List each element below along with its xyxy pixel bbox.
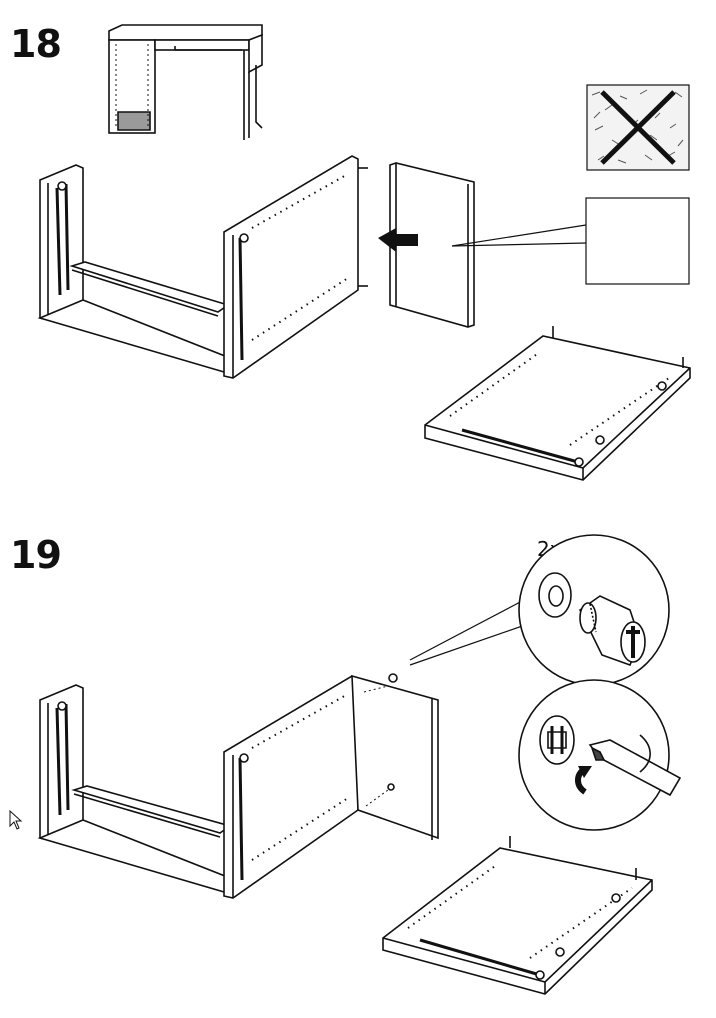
push-arrow-icon: [378, 228, 418, 252]
cabinet-frame-step-19: [37, 673, 439, 899]
detail-callout-lines: [409, 599, 529, 666]
cabinet-frame-step-18: [37, 155, 368, 379]
step-19-number: 19: [10, 533, 62, 577]
mouse-pointer-icon: [9, 810, 23, 830]
shelf-panel-step-19: [382, 836, 653, 995]
back-panel-part: [389, 162, 475, 328]
cam-lock-detail-circle: [518, 534, 670, 686]
shelf-panel-step-18: [424, 326, 691, 481]
crossed-out-rough-surface-icon: [586, 84, 690, 171]
screwdriver-detail-circle: [518, 679, 682, 831]
desk-overview-thumbnail: [108, 24, 263, 140]
surface-callout: [451, 197, 690, 285]
step-18-number: 18: [10, 22, 62, 66]
clockwise-rotate-arrow-icon: [575, 766, 592, 795]
